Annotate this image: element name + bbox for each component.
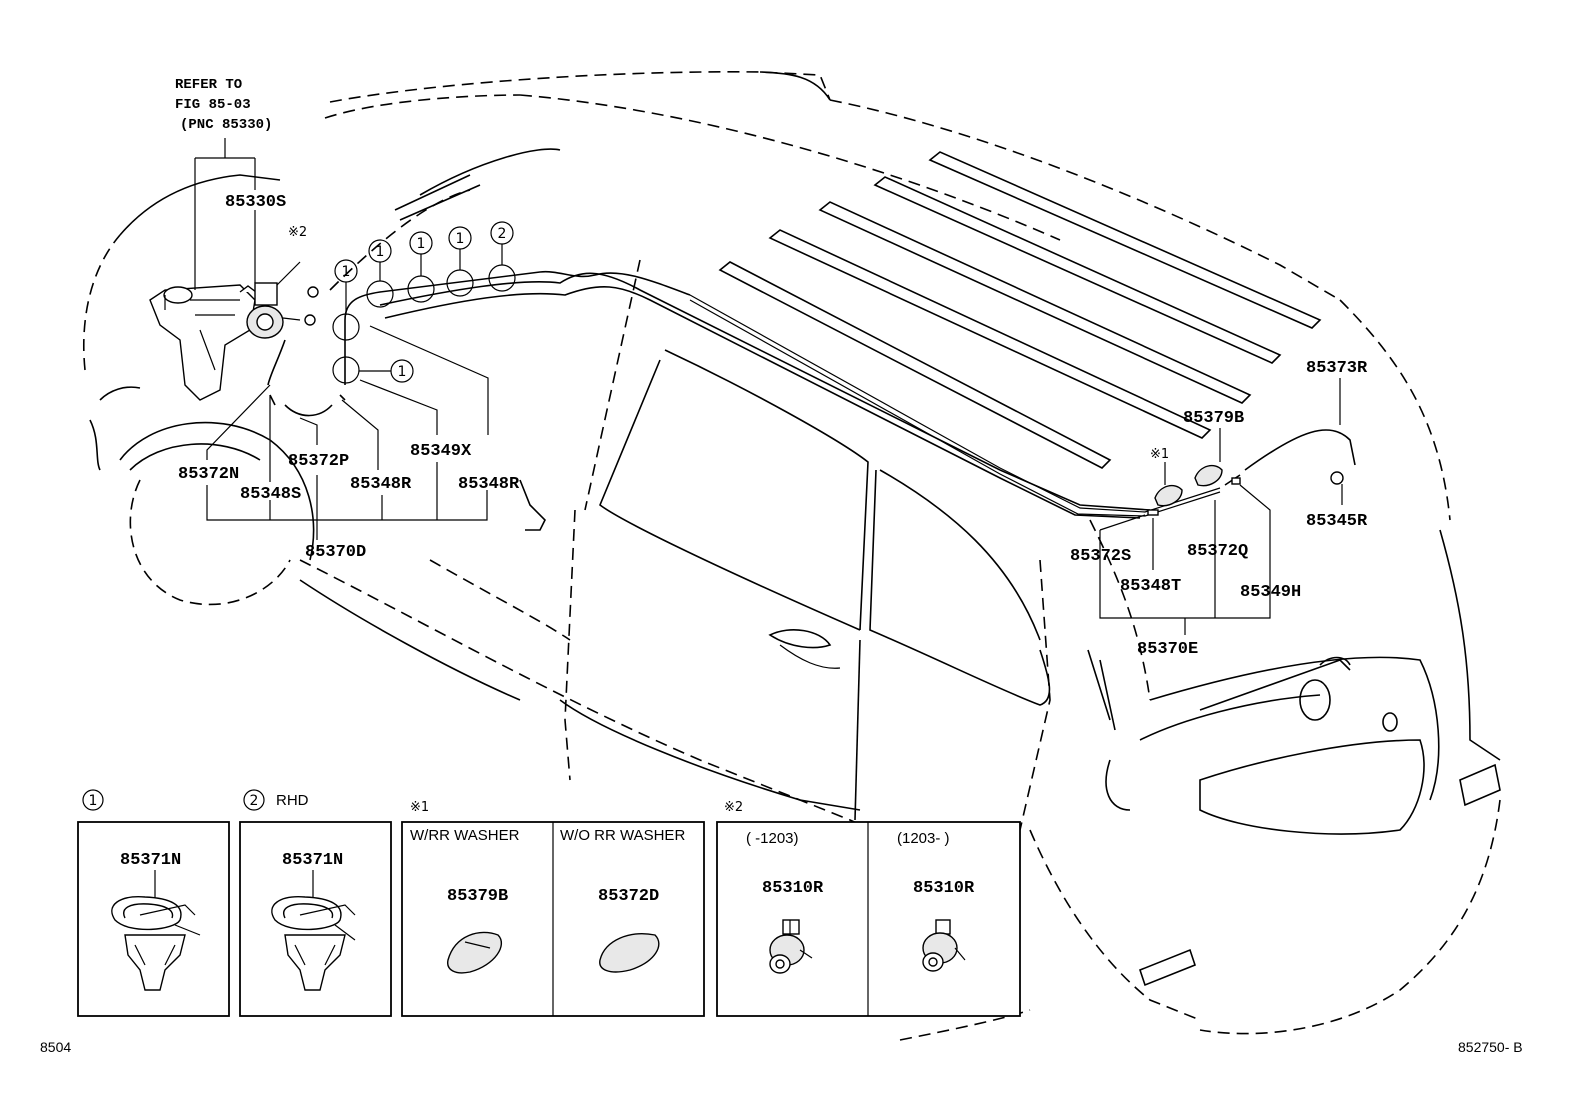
inset-box-clip-2: 2 RHD 85371N [239, 789, 392, 1017]
vehicle-outline [82, 71, 1501, 1041]
inset-2-marker: 2 [250, 793, 259, 809]
callout-1-b: 1 [376, 244, 385, 260]
label-85348R-right: 85348R [458, 475, 520, 494]
inset-box-rear-nozzle: ※1 W/RR WASHER W/O RR WASHER 85379B 8537… [401, 800, 705, 1017]
hose-clips [332, 264, 516, 384]
label-85330S: 85330S [225, 193, 286, 212]
grommet-small-2 [304, 314, 316, 326]
inset-3-col2-part: 85372D [598, 887, 659, 906]
inset-2-part: 85371N [282, 851, 343, 870]
footer-illustration-code: 852750- B [1458, 1039, 1523, 1055]
label-85372Q: 85372Q [1187, 542, 1248, 561]
part-labels: REFER TO FIG 85-03 (PNC 85330) 85330S ※2… [175, 77, 1368, 659]
rear-nozzle-parts [1147, 464, 1344, 516]
label-85370D: 85370D [305, 543, 366, 562]
inset-3-col1-header: W/RR WASHER [410, 827, 520, 844]
leader-lines [194, 138, 1343, 635]
callout-1-c: 1 [417, 236, 426, 252]
inset-box-clip-1: 1 85371N [77, 789, 230, 1017]
callout-2-a: 2 [498, 226, 507, 242]
label-85348T: 85348T [1120, 577, 1181, 596]
inset-1-part: 85371N [120, 851, 181, 870]
label-85372P: 85372P [288, 452, 349, 471]
inset-4-col2-part: 85310R [913, 879, 975, 898]
label-85379B: 85379B [1183, 409, 1244, 428]
inset-3-col2-header: W/O RR WASHER [560, 827, 685, 844]
callout-markers: 1 1 1 1 2 1 [334, 221, 514, 383]
footer-section-code: 8504 [40, 1039, 71, 1055]
inset-box-washer-pump: ※2 ( -1203) (1203- ) 85310R 85310R [716, 800, 1021, 1017]
callout-1-e: 1 [398, 364, 407, 380]
cap-85372D-illustration [599, 933, 660, 973]
label-85349X: 85349X [410, 442, 472, 461]
pump-illustration-1 [769, 919, 813, 974]
inset-4-col1-part: 85310R [762, 879, 824, 898]
inset-4-col1-header: ( -1203) [746, 830, 799, 847]
inset-2-note: RHD [276, 792, 309, 809]
washer-pump-main [246, 261, 301, 339]
label-85370E: 85370E [1137, 640, 1198, 659]
note-1-marker: ※1 [1150, 447, 1169, 462]
grommet-small [307, 286, 319, 298]
inset-4-marker: ※2 [724, 800, 743, 815]
refer-line-2: FIG 85-03 [175, 97, 251, 113]
label-85348S: 85348S [240, 485, 301, 504]
label-85345R: 85345R [1306, 512, 1368, 531]
inset-3-marker: ※1 [410, 800, 429, 815]
refer-line-1: REFER TO [175, 77, 242, 93]
label-85349H: 85349H [1240, 583, 1301, 602]
label-85373R: 85373R [1306, 359, 1368, 378]
label-85372N: 85372N [178, 465, 239, 484]
inset-4-col2-header: (1203- ) [897, 830, 950, 847]
note-2-marker: ※2 [288, 225, 307, 240]
label-85348R-mid: 85348R [350, 475, 412, 494]
washer-tank [149, 284, 257, 401]
callout-1-a: 1 [342, 264, 351, 280]
refer-line-3: (PNC 85330) [180, 117, 272, 133]
nozzle-85379B-illustration [447, 931, 503, 974]
callout-1-d: 1 [456, 231, 465, 247]
label-85372S: 85372S [1070, 547, 1131, 566]
inset-3-col1-part: 85379B [447, 887, 508, 906]
pump-illustration-2 [922, 919, 966, 972]
inset-1-marker: 1 [89, 793, 98, 809]
